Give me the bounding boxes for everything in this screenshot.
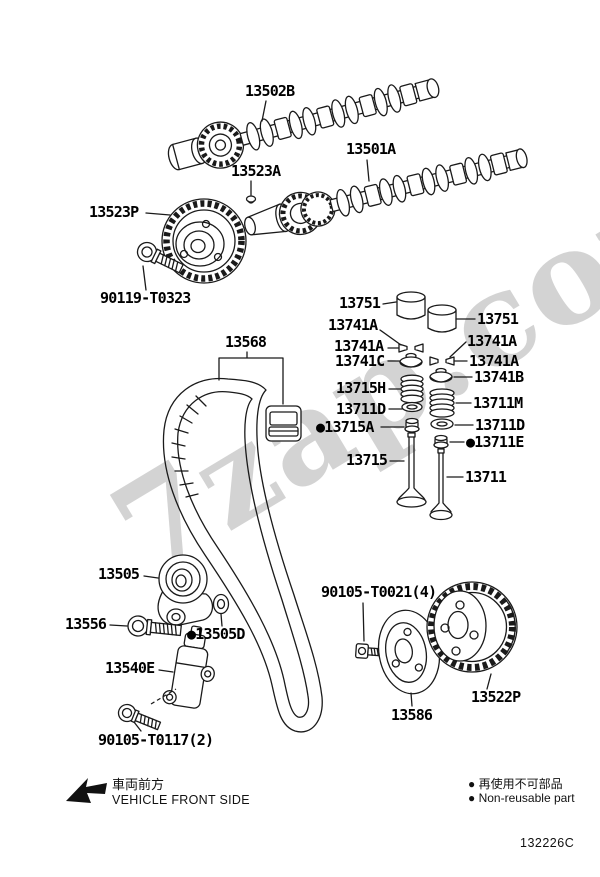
front-direction-arrow-icon (66, 778, 107, 803)
valve-stack-exhaust (427, 304, 457, 521)
part-label-13751: 13751 (339, 294, 381, 312)
washer-13505D (212, 593, 230, 615)
vehicle-front-label-en: VEHICLE FRONT SIDE (112, 793, 250, 807)
vehicle-front-label-jp: 車両前方 (112, 777, 165, 792)
part-label-90105T01172: 90105-T0117(2) (98, 731, 214, 749)
part-label-90105T00214: 90105-T0021(4) (321, 583, 437, 601)
non-reusable-legend-en: ● Non-reusable part (468, 791, 575, 805)
figure-code: 132226C (520, 836, 575, 850)
part-label-13711D: 13711D (475, 416, 525, 434)
valve-stack-intake (396, 291, 427, 508)
part-label-13505: 13505 (98, 565, 140, 583)
bolt-13556 (127, 615, 182, 637)
part-label-13523P: 13523P (89, 203, 139, 221)
part-label-13501A: 13501A (346, 140, 396, 158)
tensioner-pulley-13505 (157, 554, 214, 627)
part-label-13741C: 13741C (335, 352, 385, 370)
camshaft-no1-13501A (244, 148, 528, 236)
plate-13586 (377, 609, 441, 695)
pulley-13522P (426, 581, 518, 673)
part-label-13741A: 13741A (467, 332, 517, 350)
tensioner-13540E (162, 625, 215, 709)
part-label-13715: 13715 (346, 451, 388, 469)
part-label-13711D: 13711D (336, 400, 386, 418)
part-label-13751: 13751 (477, 310, 519, 328)
leader-lines (109, 100, 492, 732)
non-reusable-legend-jp: ● 再使用不可部品 (468, 777, 563, 791)
part-label-13522P: 13522P (471, 688, 521, 706)
part-label-13715A: ●13715A (316, 418, 374, 436)
pulley-13523P (161, 198, 247, 284)
part-label-13568: 13568 (225, 333, 267, 351)
part-label-13586: 13586 (391, 706, 433, 724)
part-label-13711M: 13711M (473, 394, 523, 412)
part-label-13741B: 13741B (474, 368, 524, 386)
bolt-90105-T0117 (117, 703, 162, 731)
part-label-13523A: 13523A (231, 162, 281, 180)
part-label-13741A: 13741A (469, 352, 519, 370)
part-label-13741A: 13741A (334, 337, 384, 355)
part-label-13711: 13711 (465, 468, 507, 486)
part-label-13741A: 13741A (328, 316, 378, 334)
pin-13523A (245, 195, 257, 204)
part-label-90119T0323: 90119-T0323 (100, 289, 191, 307)
part-label-13502B: 13502B (245, 82, 295, 100)
part-label-13505D: ●13505D (187, 625, 245, 643)
part-label-13715H: 13715H (336, 379, 386, 397)
timing-belt-13568 (162, 377, 323, 733)
part-label-13556: 13556 (65, 615, 107, 633)
part-label-13711E: ●13711E (466, 433, 524, 451)
bolt-90119-T0323 (136, 241, 184, 274)
part-label-13540E: 13540E (105, 659, 155, 677)
camshaft-no2-13502B (167, 78, 440, 171)
